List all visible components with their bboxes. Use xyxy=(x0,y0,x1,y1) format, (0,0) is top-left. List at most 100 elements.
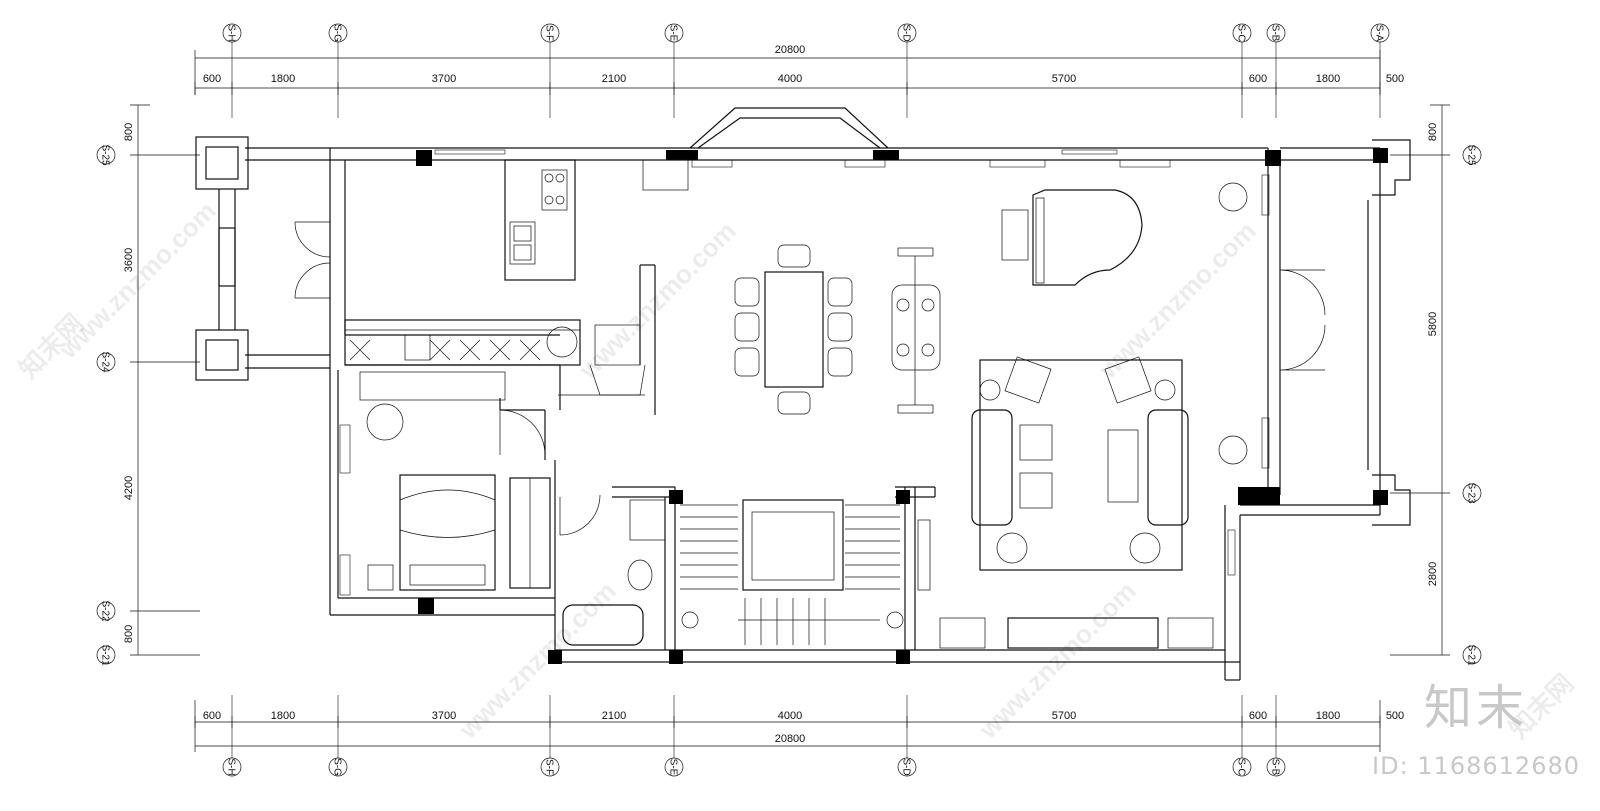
sofa-right xyxy=(1147,409,1189,526)
top-dim-2: 1800 xyxy=(271,73,295,85)
bottom-dim-4: 2100 xyxy=(602,710,626,722)
kitchen-counter xyxy=(344,319,581,366)
top-dim-3: 3700 xyxy=(432,73,456,85)
axis-bubble: S-21 xyxy=(1462,644,1482,666)
image-id: ID: 1168612680 xyxy=(1372,752,1580,780)
svg-text:S-24: S-24 xyxy=(100,351,111,373)
svg-text:S-E: S-E xyxy=(668,759,679,776)
coffee-table xyxy=(1107,429,1139,503)
bathroom xyxy=(562,499,666,646)
top-dim-1: 600 xyxy=(203,73,221,85)
bed xyxy=(399,474,496,591)
left-dim-2: 3600 xyxy=(123,248,135,272)
axis-bubble: S-F xyxy=(540,23,560,43)
top-axis-bubbles: S-H S-G S-F S-E S-D S-C S-B S-A xyxy=(222,23,1390,43)
bottom-total-dim: 20800 xyxy=(775,733,806,745)
axis-bubble: S-E xyxy=(664,757,684,777)
bottom-dim-3: 3700 xyxy=(432,710,456,722)
svg-text:S-22: S-22 xyxy=(100,600,111,622)
kitchen-island xyxy=(504,159,576,281)
right-axis-bubbles: S-25 S-23 S-21 xyxy=(1462,144,1482,666)
axis-bubble: S-D xyxy=(897,23,917,43)
bottom-dim-8: 1800 xyxy=(1316,710,1340,722)
top-dimension-chain: 20800 600 1800 3700 2100 4000 5700 600 1… xyxy=(194,44,1404,95)
axis-bubble: S-D xyxy=(897,757,917,777)
bottom-dim-2: 1800 xyxy=(271,710,295,722)
bottom-dimension-chain: 600 1800 3700 2100 4000 5700 600 1800 50… xyxy=(194,700,1404,752)
axis-bubble: S-B xyxy=(1266,23,1286,43)
stovetop xyxy=(541,169,568,211)
staircase xyxy=(680,499,931,645)
living-room xyxy=(939,182,1248,649)
armchair xyxy=(1004,356,1052,404)
svg-text:S-C: S-C xyxy=(1236,24,1247,41)
vanity xyxy=(629,499,666,541)
exterior-walls xyxy=(245,107,1381,681)
bottom-dim-6: 5700 xyxy=(1052,710,1076,722)
axis-bubble: S-C xyxy=(1232,23,1252,43)
svg-text:S-B: S-B xyxy=(1270,25,1281,42)
svg-text:S-E: S-E xyxy=(668,25,679,42)
axis-bubble: S-G xyxy=(328,757,348,777)
axis-bubble: S-22 xyxy=(96,600,116,622)
left-dimension-chain: 800 3600 4200 800 xyxy=(123,104,200,656)
axis-bubble: S-21 xyxy=(96,644,116,666)
top-dim-8: 1800 xyxy=(1316,73,1340,85)
axis-bubble: S-24 xyxy=(96,351,116,373)
svg-text:S-25: S-25 xyxy=(1466,144,1477,166)
axis-bubble: S-H xyxy=(222,23,242,43)
left-dim-3: 4200 xyxy=(123,476,135,500)
bottom-dim-5: 4000 xyxy=(778,710,802,722)
right-dim-1: 800 xyxy=(1427,123,1439,141)
top-dim-5: 4000 xyxy=(778,73,802,85)
axis-bubble: S-E xyxy=(664,23,684,43)
top-dim-4: 2100 xyxy=(602,73,626,85)
stair-well xyxy=(742,499,844,591)
right-dim-2: 5800 xyxy=(1427,312,1439,336)
top-dim-6: 5700 xyxy=(1052,73,1076,85)
svg-text:S-C: S-C xyxy=(1236,758,1247,775)
svg-text:S-D: S-D xyxy=(901,24,912,41)
dining-table xyxy=(764,271,824,388)
top-total-dim: 20800 xyxy=(775,44,806,56)
bottom-axis-bubbles: S-H S-G S-F S-E S-D S-C S-B xyxy=(222,757,1286,777)
svg-text:S-F: S-F xyxy=(544,25,555,41)
sofa-left xyxy=(971,409,1013,526)
svg-text:S-21: S-21 xyxy=(100,644,111,666)
left-axis-bubbles: S-25 S-24 S-22 S-21 xyxy=(96,144,116,666)
svg-text:S-B: S-B xyxy=(1270,759,1281,776)
axis-bubble: S-F xyxy=(540,757,560,777)
right-dim-3: 2800 xyxy=(1427,562,1439,586)
svg-text:S-21: S-21 xyxy=(1466,644,1477,666)
sink xyxy=(509,221,536,265)
left-dim-4: 800 xyxy=(123,625,135,643)
fridge xyxy=(642,159,689,191)
side-table xyxy=(1019,424,1053,461)
bedroom xyxy=(359,371,551,591)
svg-text:S-25: S-25 xyxy=(100,144,111,166)
doors xyxy=(294,221,1326,536)
svg-text:S-A: S-A xyxy=(1374,25,1385,42)
svg-text:S-G: S-G xyxy=(332,24,343,42)
bottom-dim-9: 500 xyxy=(1386,710,1404,722)
axis-bubble: S-23 xyxy=(1462,482,1482,504)
top-dim-9: 500 xyxy=(1386,73,1404,85)
dining-chairs xyxy=(734,244,853,415)
bottom-dim-7: 600 xyxy=(1249,710,1267,722)
windows xyxy=(339,149,1270,596)
stair-treads xyxy=(680,504,900,645)
desk-chair xyxy=(366,403,404,441)
svg-text:S-23: S-23 xyxy=(1466,482,1477,504)
bottom-dim-1: 600 xyxy=(203,710,221,722)
axis-bubble: S-B xyxy=(1266,757,1286,777)
axis-bubble: S-G xyxy=(328,23,348,43)
right-dimension-chain: 800 5800 2800 xyxy=(1390,104,1450,656)
axis-bubble: S-H xyxy=(222,757,242,777)
brand-logo: 知末 xyxy=(1423,680,1528,736)
columns xyxy=(416,148,1388,664)
piano xyxy=(1001,189,1143,286)
tv-cabinet xyxy=(1007,617,1159,649)
svg-text:S-G: S-G xyxy=(332,758,343,776)
watermark-text: www.znzmo.com xyxy=(452,576,621,745)
